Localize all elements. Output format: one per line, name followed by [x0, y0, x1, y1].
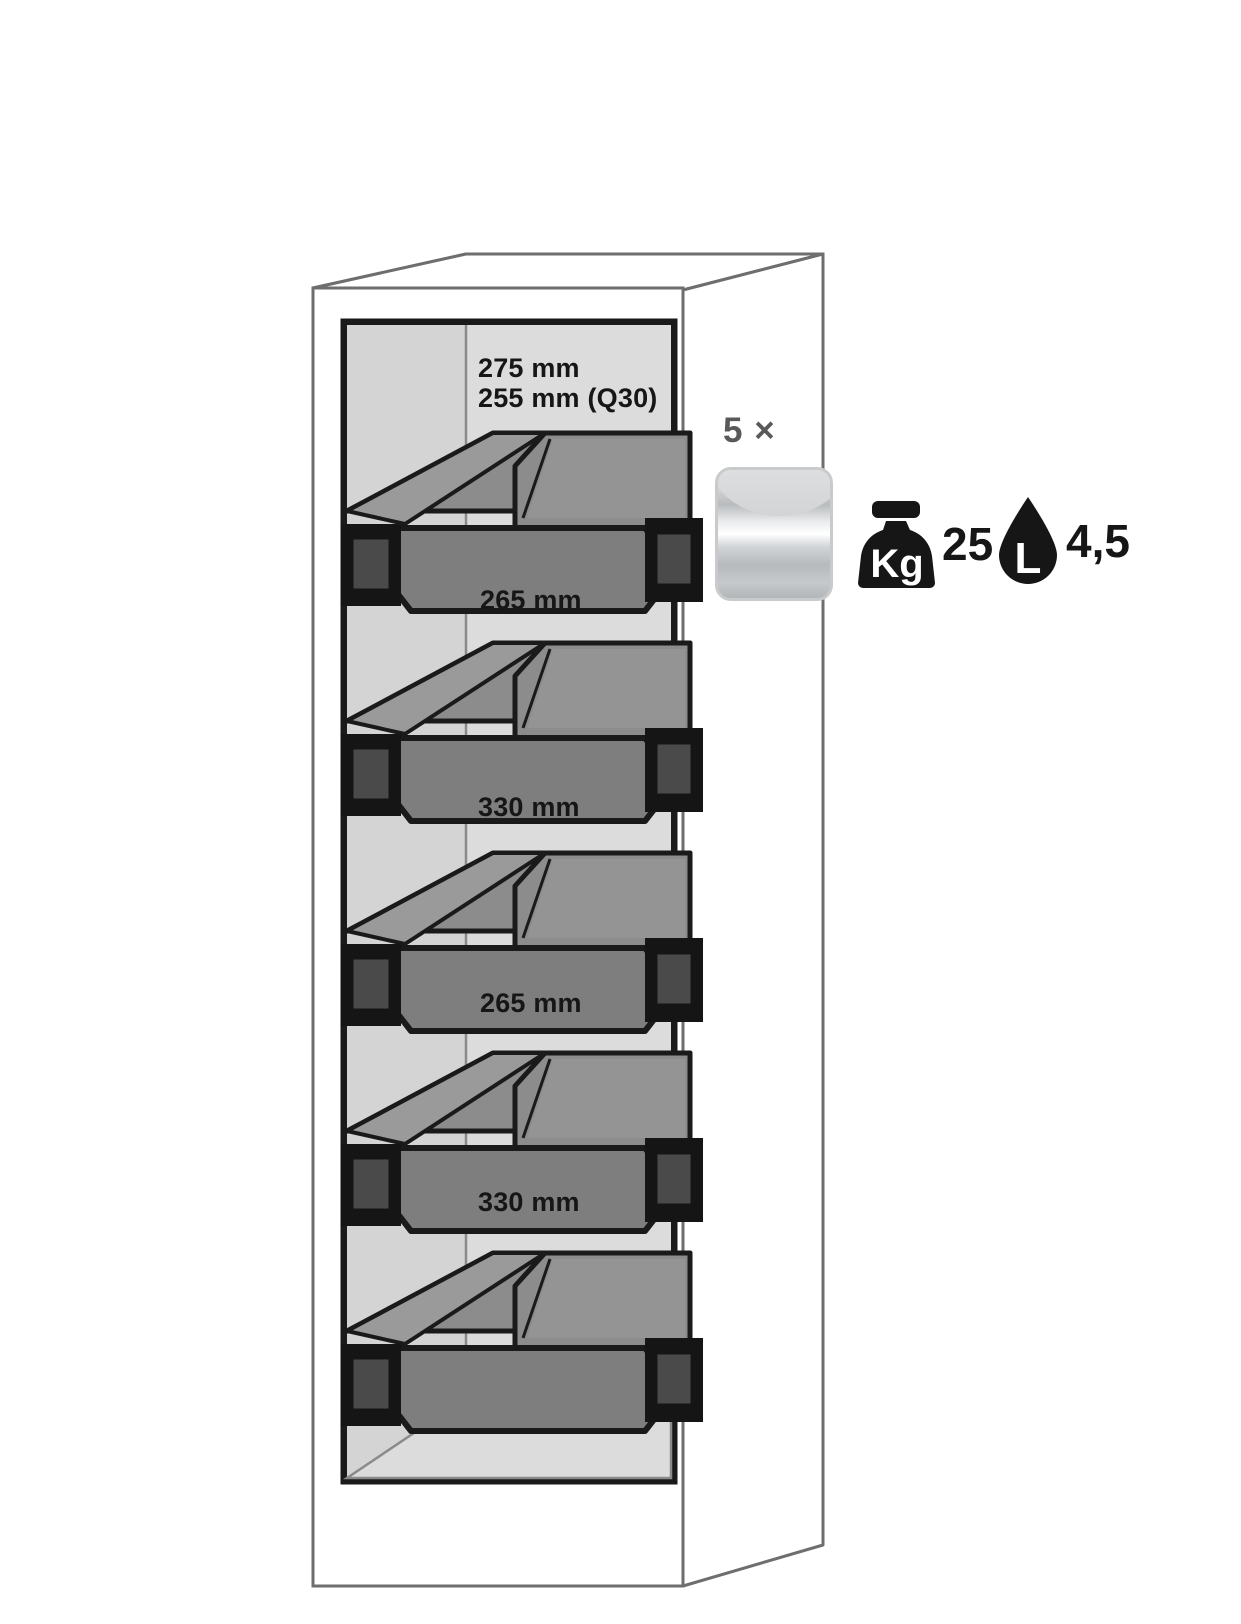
- material-swatch-stainless-steel: [715, 467, 833, 601]
- volume-spec: L 4,5: [995, 495, 1130, 587]
- tray-row-5: [341, 1253, 703, 1431]
- weight-value: 25: [942, 518, 994, 570]
- shelf-3-dimension-label: 330 mm: [478, 792, 580, 822]
- shelf-5-dimension-label: 330 mm: [478, 1187, 580, 1217]
- shelf-1-dimension-secondary: 255 mm (Q30): [478, 383, 658, 414]
- volume-value: 4,5: [1066, 515, 1130, 567]
- shelf-1-dimension-label: 275 mm 255 mm (Q30): [478, 353, 657, 413]
- weight-spec: Kg 25: [857, 498, 993, 590]
- svg-text:L: L: [1015, 534, 1042, 583]
- liquid-drop-icon: L: [999, 497, 1057, 584]
- shelf-1-dimension-primary: 275 mm: [478, 353, 580, 383]
- svg-text:Kg: Kg: [870, 542, 923, 586]
- shelf-2-dimension-label: 265 mm: [480, 585, 582, 615]
- shelf-quantity-label: 5 ×: [723, 411, 776, 450]
- kg-weight-icon: Kg: [858, 501, 935, 588]
- shelf-4-dimension-label: 265 mm: [480, 988, 582, 1018]
